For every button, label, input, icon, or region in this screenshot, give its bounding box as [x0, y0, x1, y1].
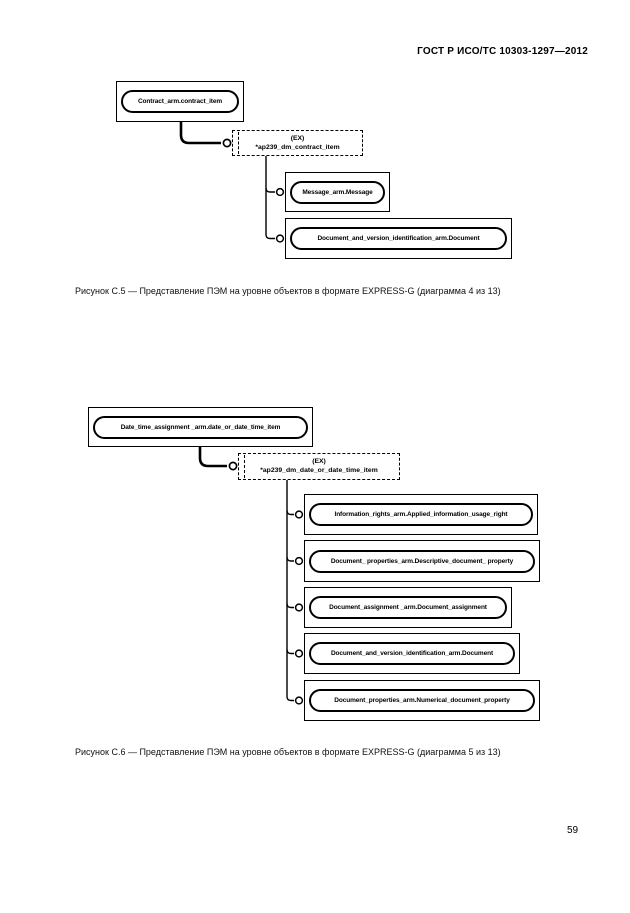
fig-c5-root-to-ex-connector — [179, 122, 232, 148]
entity-node-child: Document_and_version_identification_arm.… — [304, 633, 520, 674]
entity-oval: Document_ properties_arm.Descriptive_doc… — [309, 549, 535, 573]
entity-label: Document_and_version_identification_arm.… — [330, 650, 494, 657]
entity-label: Document_assignment _arm.Document_assign… — [329, 604, 487, 611]
entity-node-child: Document_and_version_identification_arm.… — [285, 218, 512, 259]
entity-oval: Document_assignment _arm.Document_assign… — [309, 596, 507, 619]
figure-c5-caption: Рисунок С.5 — Представление ПЭМ на уровн… — [75, 286, 501, 296]
entity-node-root: Date_time_assignment _arm.date_or_date_t… — [88, 407, 313, 447]
entity-label: Date_time_assignment _arm.date_or_date_t… — [120, 423, 281, 431]
ex-tag: (EX) — [312, 457, 326, 465]
entity-oval: Date_time_assignment _arm.date_or_date_t… — [93, 415, 308, 439]
entity-oval: Document_and_version_identification_arm.… — [309, 642, 515, 665]
ex-tag: (EX) — [290, 134, 305, 142]
figure-c6-caption: Рисунок С.6 — Представление ПЭМ на уровн… — [75, 747, 501, 757]
ex-schema-name: *ap239_dm_date_or_date_time_item — [260, 467, 378, 474]
entity-node-child: Document_assignment _arm.Document_assign… — [304, 587, 512, 628]
entity-label: Document_properties_arm.Numerical_docume… — [334, 697, 510, 704]
entity-oval: Message_arm.Message — [290, 180, 385, 204]
entity-node-child: Information_rights_arm.Applied_informati… — [304, 494, 538, 535]
entity-node-child: Document_ properties_arm.Descriptive_doc… — [304, 540, 540, 582]
entity-node-child: Document_properties_arm.Numerical_docume… — [304, 680, 540, 721]
entity-node-root: Contract_arm.contract_item — [116, 81, 244, 122]
entity-oval: Information_rights_arm.Applied_informati… — [309, 503, 533, 526]
fig-c6-trunk-connector — [286, 480, 304, 705]
document-header: ГОСТ Р ИСО/ТС 10303-1297—2012 — [417, 46, 588, 57]
page-number: 59 — [567, 825, 579, 836]
fig-c6-root-to-ex-connector — [198, 447, 238, 471]
entity-label: Document_and_version_identification_arm.… — [317, 235, 480, 242]
entity-label: Information_rights_arm.Applied_informati… — [334, 511, 508, 518]
entity-label: Message_arm.Message — [302, 188, 373, 196]
fig-c5-trunk-connector — [265, 156, 285, 243]
entity-node-child: Message_arm.Message — [285, 172, 390, 212]
entity-label: Contract_arm.contract_item — [137, 98, 223, 105]
express-ex-box: (EX) *ap239_dm_date_or_date_time_item — [238, 453, 400, 480]
express-ex-box: (EX) *ap239_dm_contract_item — [232, 130, 363, 156]
entity-oval: Contract_arm.contract_item — [121, 90, 239, 113]
entity-oval: Document_properties_arm.Numerical_docume… — [309, 689, 535, 712]
entity-label: Document_ properties_arm.Descriptive_doc… — [330, 557, 514, 565]
ex-schema-name: *ap239_dm_contract_item — [255, 144, 340, 151]
entity-oval: Document_and_version_identification_arm.… — [290, 227, 507, 250]
